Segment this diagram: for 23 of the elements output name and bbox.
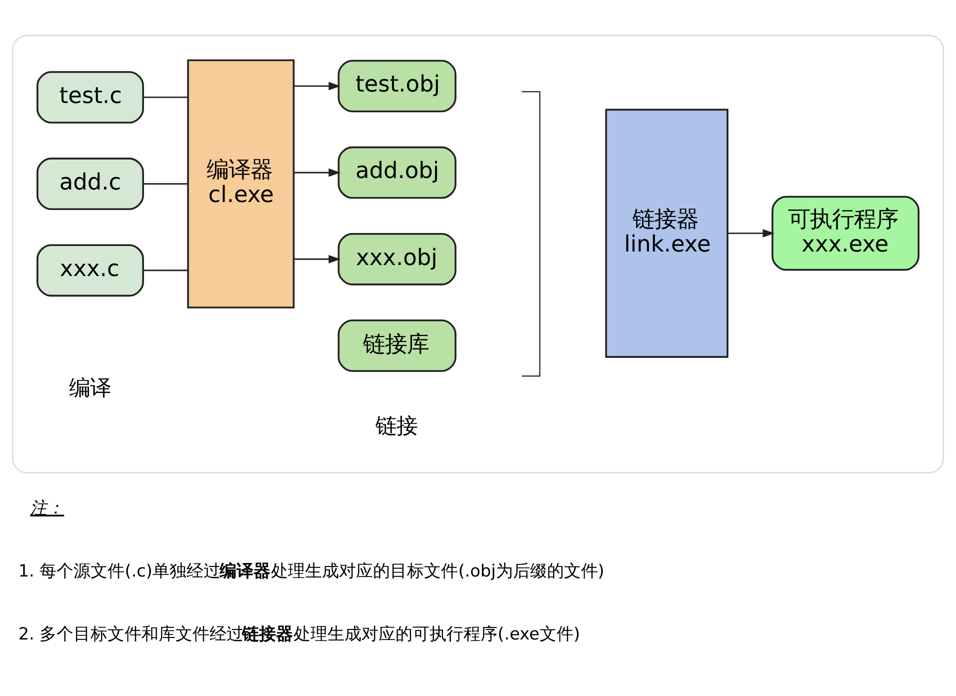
node-box: 链接库 xyxy=(338,319,456,372)
arrow xyxy=(728,228,775,237)
node-box: 编译器 cl.exe xyxy=(187,58,295,308)
node-box: test.c xyxy=(36,70,144,123)
node-box: 链接器 link.exe xyxy=(605,108,728,358)
label: 链接 xyxy=(376,414,418,439)
connector xyxy=(143,182,188,184)
connector xyxy=(143,96,188,98)
cluster xyxy=(12,34,944,473)
node-box: add.obj xyxy=(338,146,456,198)
node-box: test.obj xyxy=(338,59,456,112)
label: 2. 多个目标文件和库文件经过链接器处理生成对应的可执行程序(.exe文件) xyxy=(18,623,580,644)
connector xyxy=(143,269,188,271)
arrow xyxy=(294,168,341,176)
label: 编译 xyxy=(68,375,111,400)
label: 注： xyxy=(30,497,64,518)
node-box: xxx.c xyxy=(36,244,144,296)
node-box: xxx.obj xyxy=(338,232,456,285)
arrow xyxy=(294,81,341,90)
arrow xyxy=(294,254,341,263)
node-box: 可执行程序 xxx.exe xyxy=(772,195,920,270)
node-box: add.c xyxy=(36,157,144,210)
label: 1. 每个源文件(.c)单独经过编译器处理生成对应的目标文件(.obj为后缀的文件) xyxy=(18,560,604,580)
